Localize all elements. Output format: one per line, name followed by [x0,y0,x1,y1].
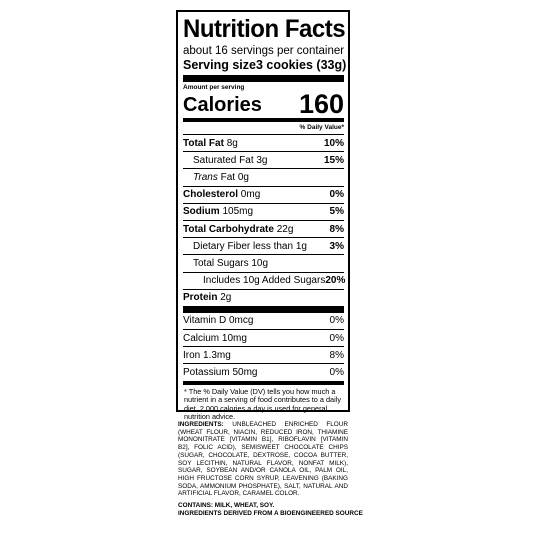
nutrient-name: Sodium [183,206,220,218]
calories-row: Calories 160 [183,89,344,119]
vitamin-dv: 8% [329,349,344,361]
nutrient-row-total-fat: Total Fat 8g 10% [183,135,344,153]
nutrient-name: Includes 10g Added Sugars [203,275,326,287]
vitamin-row-potassium: Potassium 50mg 0% [183,364,344,380]
daily-value-header: % Daily Value* [183,122,344,135]
vitamin-name: Potassium 50mg [183,367,258,379]
nutrient-amount: 0mg [240,189,261,201]
nutrient-amount: 10g [251,257,269,269]
daily-value-footnote: * The % Daily Value (DV) tells you how m… [184,386,341,422]
calories-value: 160 [298,89,344,119]
servings-per-container: about 16 servings per container [183,45,345,57]
calories-label: Calories [183,94,262,116]
nutrient-dv: 15% [323,154,344,166]
vitamin-row-calcium: Calcium 10mg 0% [183,330,344,348]
nutrient-row-dietary-fiber: Dietary Fiber less than 1g 3% [183,238,344,256]
allergen-statement: CONTAINS: MILK, WHEAT, SOY. [178,502,275,509]
nutrient-row-sodium: Sodium 105mg 5% [183,204,344,221]
nutrient-dv: 10% [323,137,344,149]
nutrient-dv: 20% [325,275,346,287]
ingredients-text: UNBLEACHED ENRICHED FLOUR (WHEAT FLOUR, … [178,421,348,498]
nutrient-amount: Fat 0g [220,171,249,183]
vitamin-name: Calcium 10mg [183,332,247,344]
label-title: Nutrition Facts [183,15,346,43]
nutrient-name: Trans [193,171,218,183]
nutrient-name: Protein [183,292,218,304]
nutrient-row-trans-fat: Trans Fat 0g [183,169,344,187]
thick-divider [183,305,344,313]
vitamin-name: Vitamin D 0mcg [183,315,254,327]
vitamin-dv: 0% [329,315,344,327]
vitamin-dv: 0% [329,332,344,344]
vitamin-dv: 0% [329,367,344,379]
nutrient-row-saturated-fat: Saturated Fat 3g 15% [183,152,344,170]
nutrient-row-protein: Protein 2g [183,290,344,306]
bioengineered-statement: INGREDIENTS DERIVED FROM A BIOENGINEERED… [178,510,363,517]
amount-per-serving: Amount per serving [183,84,245,91]
ingredients-heading: INGREDIENTS: [178,421,224,428]
nutrient-amount: 105mg [222,206,254,218]
nutrient-name: Saturated Fat [193,154,254,166]
nutrient-row-total-carbohydrate: Total Carbohydrate 22g 8% [183,221,344,239]
nutrient-name: Dietary Fiber [193,240,251,252]
vitamin-row-iron: Iron 1.3mg 8% [183,347,344,365]
medium-divider [183,380,344,385]
thick-divider [183,75,344,82]
nutrient-name: Total Carbohydrate [183,223,274,235]
nutrient-name: Total Fat [183,137,224,149]
nutrient-row-cholesterol: Cholesterol 0mg 0% [183,187,344,204]
vitamin-name: Iron 1.3mg [183,349,231,361]
nutrient-name: Total Sugars [193,257,249,269]
nutrient-amount: 8g [226,137,238,149]
nutrient-amount: less than 1g [253,240,307,252]
serving-size-row: Serving size 3 cookies (33g) [183,58,347,73]
nutrient-amount: 2g [220,292,232,304]
nutrient-dv: 5% [329,206,344,218]
serving-size-value: 3 cookies (33g) [255,58,347,72]
medium-divider [183,118,344,122]
nutrient-row-added-sugars: Includes 10g Added Sugars 20% [183,273,346,290]
nutrient-amount: 22g [276,223,294,235]
ingredients-list: INGREDIENTS: UNBLEACHED ENRICHED FLOUR (… [178,421,348,498]
vitamin-row-vitamin-d: Vitamin D 0mcg 0% [183,313,344,331]
nutrient-dv: 0% [329,189,344,201]
nutrient-dv: 3% [329,240,344,252]
nutrient-amount: 3g [256,154,268,166]
nutrient-row-total-sugars: Total Sugars 10g [183,255,344,273]
nutrient-dv: 8% [329,223,344,235]
nutrition-facts-panel: Nutrition Facts about 16 servings per co… [176,10,350,421]
nutrient-name: Cholesterol [183,189,239,201]
serving-size-label: Serving size [183,58,256,72]
